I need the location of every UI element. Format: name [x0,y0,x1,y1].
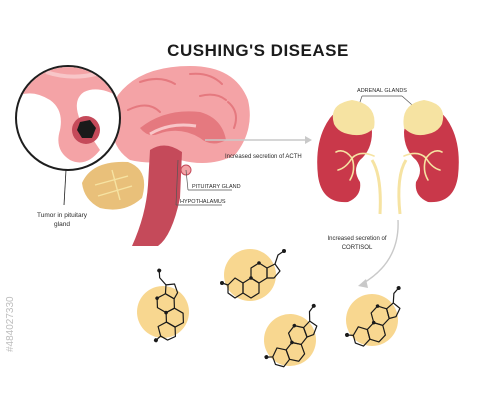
acth-label: Increased secretion of ACTH [225,154,302,160]
cortisol-molecule-3 [252,302,334,376]
zoom-inset [15,65,121,206]
brain-illustration [82,66,250,246]
brainstem [132,145,182,246]
tumor-label-line2: gland [54,221,70,228]
right-kidney [397,100,459,215]
right-adrenal-gland [403,100,444,136]
left-kidney [317,100,382,215]
diagram-title: CUSHING'S DISEASE [167,41,349,60]
pituitary-label: PITUITARY GLAND [192,184,241,190]
adrenal-label: ADRENAL GLANDS [357,88,407,94]
cortisol-arrow [358,219,399,288]
hypothalamus-label: HYPOTHALAMUS [180,199,226,205]
tumor [77,120,96,138]
tumor-label-line1: Tumor in pituitary [37,212,88,219]
left-adrenal-gland [332,100,375,136]
cortisol-label-line2: CORTISOL [342,245,373,251]
watermark-id: #484027330 [5,296,16,352]
cortisol-label-line1: Increased secretion of [327,236,386,242]
cortisol-molecule-4 [335,284,415,354]
cerebellum [82,161,145,210]
cortisol-molecule-2 [124,267,205,352]
cortisol-molecule-1 [219,248,287,302]
acth-arrow [205,136,312,144]
